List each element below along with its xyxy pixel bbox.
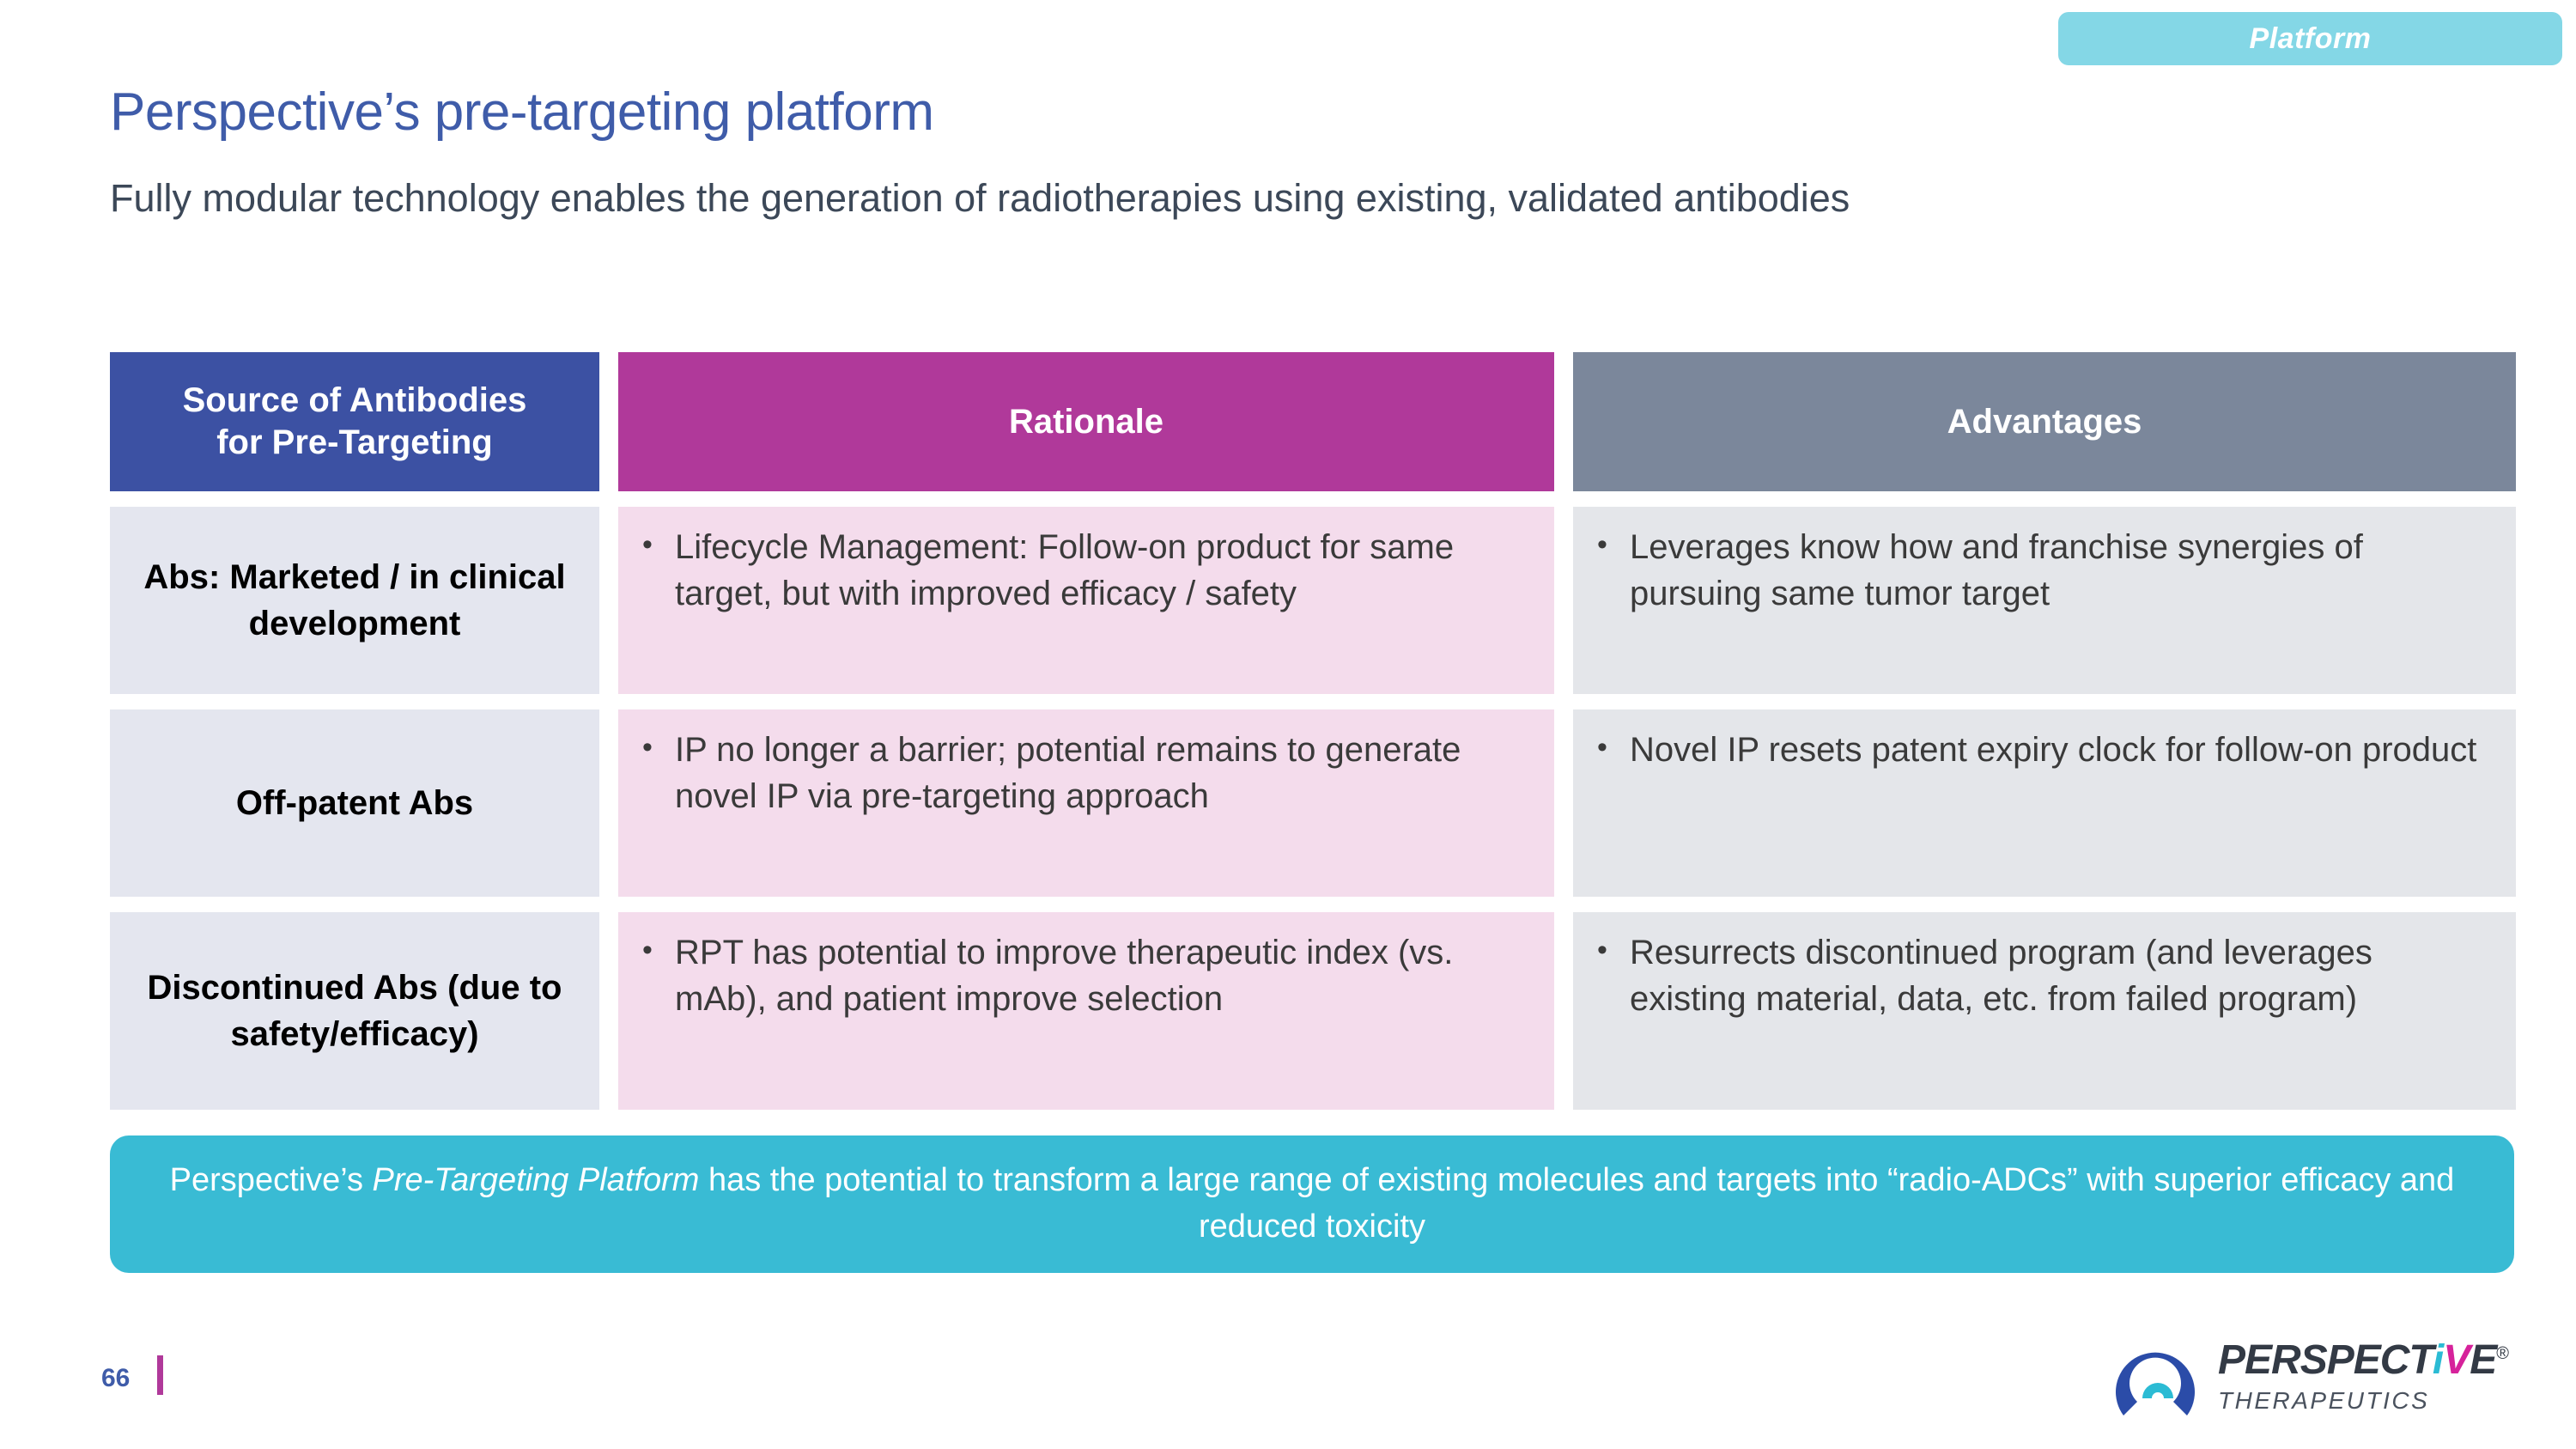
row-advantage-text: Leverages know how and franchise synergi… <box>1630 528 2363 612</box>
row-advantage-cell: • Novel IP resets patent expiry clock fo… <box>1573 709 2516 897</box>
summary-callout-text: Perspective’s Pre-Targeting Platform has… <box>144 1158 2480 1251</box>
row-source-label: Abs: Marketed / in clinical development <box>110 507 599 694</box>
registered-trademark-icon: ® <box>2496 1344 2509 1363</box>
column-header-source-line2: for Pre-Targeting <box>216 423 493 461</box>
page-subtitle: Fully modular technology enables the gen… <box>110 176 1850 220</box>
bullet-icon: • <box>642 528 653 561</box>
row-advantage-text: Novel IP resets patent expiry clock for … <box>1630 731 2477 769</box>
logo-wordmark-primary: PERSPECTiVE® <box>2218 1340 2514 1381</box>
column-header-advantages: Advantages <box>1573 352 2516 491</box>
column-header-source: Source of Antibodies for Pre-Targeting <box>110 352 599 491</box>
row-rationale-cell: • RPT has potential to improve therapeut… <box>618 912 1554 1110</box>
bullet-icon: • <box>642 934 653 966</box>
column-header-rationale: Rationale <box>618 352 1554 491</box>
table-row: Abs: Marketed / in clinical development … <box>110 507 2516 694</box>
row-rationale-text: Lifecycle Management: Follow-on product … <box>675 528 1455 612</box>
table-row: Discontinued Abs (due to safety/efficacy… <box>110 912 2516 1110</box>
row-advantage-cell: • Resurrects discontinued program (and l… <box>1573 912 2516 1110</box>
page-title: Perspective’s pre-targeting platform <box>110 82 934 142</box>
column-header-source-line1: Source of Antibodies <box>182 381 527 420</box>
row-rationale-cell: • Lifecycle Management: Follow-on produc… <box>618 507 1554 694</box>
row-source-label: Off-patent Abs <box>110 709 599 897</box>
row-advantage-text: Resurrects discontinued program (and lev… <box>1630 934 2372 1018</box>
table-row: Off-patent Abs • IP no longer a barrier;… <box>110 709 2516 897</box>
table-header-row: Source of Antibodies for Pre-Targeting R… <box>110 352 2516 491</box>
callout-emphasis: Pre-Targeting Platform <box>372 1162 700 1199</box>
logo-text-e: E <box>2470 1337 2497 1383</box>
footer-divider <box>157 1355 163 1395</box>
comparison-table: Source of Antibodies for Pre-Targeting R… <box>110 352 2516 1125</box>
callout-part1: Perspective’s <box>169 1162 373 1199</box>
page-number: 66 <box>101 1364 131 1392</box>
row-rationale-text: IP no longer a barrier; potential remain… <box>675 731 1461 815</box>
row-rationale-cell: • IP no longer a barrier; potential rema… <box>618 709 1554 897</box>
logo-text-perspect: PERSPECT <box>2218 1337 2433 1383</box>
row-advantage-cell: • Leverages know how and franchise syner… <box>1573 507 2516 694</box>
perspective-logo-mark-icon <box>2108 1336 2202 1431</box>
logo-text-v: V <box>2443 1337 2470 1383</box>
row-source-label: Discontinued Abs (due to safety/efficacy… <box>110 912 599 1110</box>
bullet-icon: • <box>642 731 653 764</box>
bullet-icon: • <box>1597 528 1607 561</box>
company-logo: PERSPECTiVE® THERAPEUTICS <box>2108 1336 2512 1431</box>
summary-callout: Perspective’s Pre-Targeting Platform has… <box>110 1135 2514 1273</box>
platform-badge-label: Platform <box>2249 21 2372 55</box>
callout-part2: has the potential to transform a large r… <box>699 1162 2455 1245</box>
logo-wordmark: PERSPECTiVE® THERAPEUTICS <box>2218 1340 2514 1415</box>
logo-wordmark-secondary: THERAPEUTICS <box>2218 1387 2430 1414</box>
row-rationale-text: RPT has potential to improve therapeutic… <box>675 934 1454 1018</box>
bullet-icon: • <box>1597 934 1607 966</box>
bullet-icon: • <box>1597 731 1607 764</box>
platform-badge: Platform <box>2058 12 2562 65</box>
logo-text-i: i <box>2432 1337 2444 1383</box>
